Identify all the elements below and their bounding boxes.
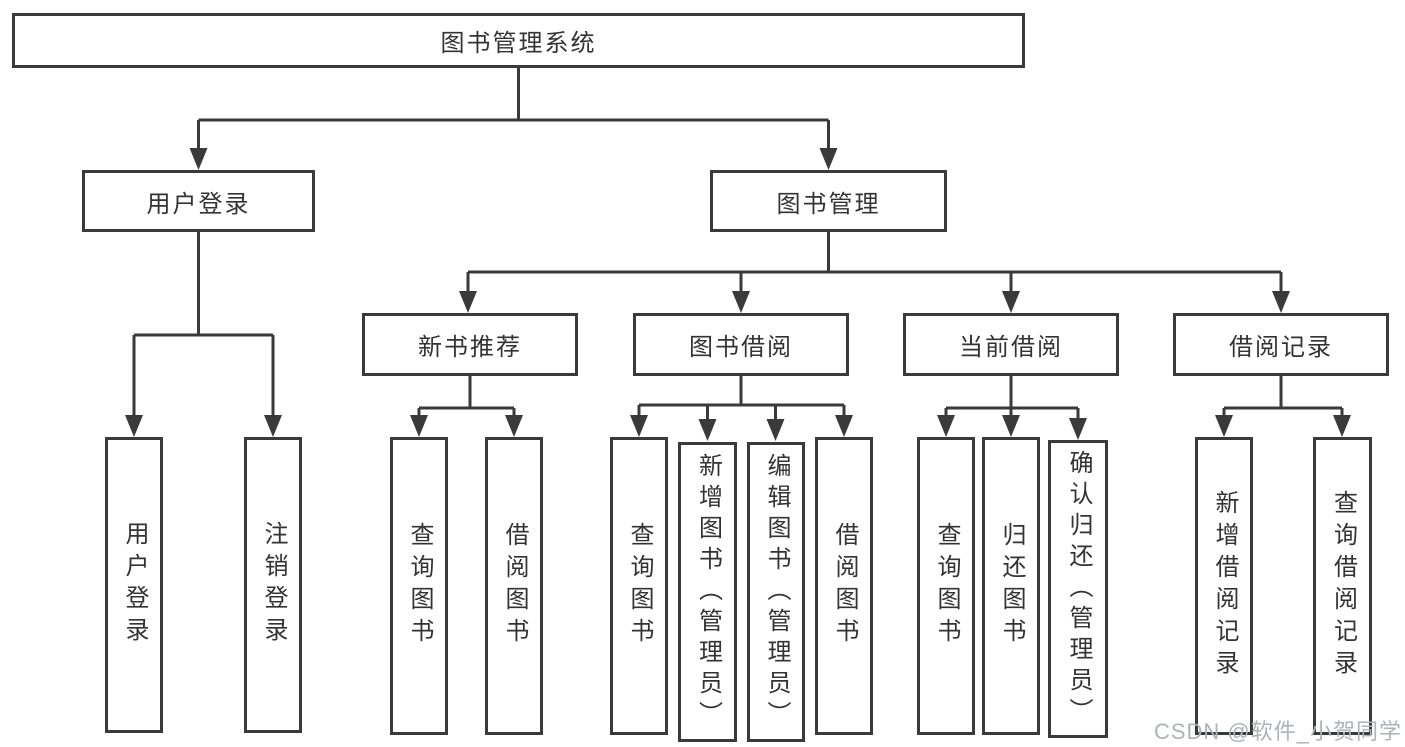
leaf-borrow-query-books-label: 查询图书 — [626, 522, 653, 650]
leaf-confirm-return-admin: 确认归还（管理员） — [1048, 440, 1108, 738]
node-current-borrow: 当前借阅 — [903, 313, 1119, 376]
node-root: 图书管理系统 — [12, 13, 1025, 68]
connector-book-borrow-branch — [630, 376, 853, 441]
node-new-book-recommend: 新书推荐 — [362, 313, 578, 376]
leaf-add-books-admin-label: 新增图书（管理员） — [694, 452, 722, 732]
leaf-recommend-borrow-books: 借阅图书 — [485, 437, 543, 735]
leaf-logout: 注销登录 — [244, 437, 302, 733]
leaf-query-borrow-record-label: 查询借阅记录 — [1329, 490, 1357, 682]
leaf-return-books-label: 归还图书 — [998, 522, 1025, 650]
leaf-recommend-query-books: 查询图书 — [390, 437, 448, 735]
leaf-user-login: 用户登录 — [105, 437, 163, 733]
node-borrow-records: 借阅记录 — [1173, 313, 1389, 376]
leaf-borrow-borrow-books-label: 借阅图书 — [831, 522, 858, 650]
leaf-return-books: 归还图书 — [982, 437, 1040, 735]
leaf-recommend-borrow-books-label: 借阅图书 — [501, 522, 528, 650]
leaf-recommend-query-books-label: 查询图书 — [406, 522, 433, 650]
node-book-borrow: 图书借阅 — [633, 313, 849, 376]
node-user-login: 用户登录 — [82, 170, 315, 232]
connector-root-to-level2 — [189, 68, 838, 170]
leaf-edit-books-admin-label: 编辑图书（管理员） — [763, 452, 790, 732]
node-book-management: 图书管理 — [710, 170, 947, 232]
leaf-edit-books-admin: 编辑图书（管理员） — [747, 442, 805, 742]
leaf-user-login-label: 用户登录 — [121, 521, 148, 649]
node-current-borrow-label: 当前借阅 — [959, 334, 1063, 361]
leaf-borrow-query-books: 查询图书 — [610, 437, 668, 735]
connector-new-book-recommend-branch — [410, 376, 523, 437]
leaf-query-borrow-record: 查询借阅记录 — [1313, 437, 1372, 735]
node-book-management-label: 图书管理 — [776, 190, 881, 218]
leaf-current-query-books-label: 查询图书 — [933, 522, 960, 650]
node-book-borrow-label: 图书借阅 — [689, 334, 793, 361]
leaf-logout-label: 注销登录 — [260, 521, 287, 649]
leaf-confirm-return-admin-label: 确认归还（管理员） — [1065, 449, 1092, 729]
connector-current-borrow-branch — [937, 376, 1087, 440]
node-root-label: 图书管理系统 — [440, 30, 597, 57]
node-new-book-recommend-label: 新书推荐 — [418, 334, 522, 361]
connector-book-management-branch — [459, 232, 1290, 313]
csdn-watermark: CSDN @软件_小贺同学 — [1153, 719, 1402, 744]
leaf-borrow-borrow-books: 借阅图书 — [815, 437, 873, 735]
leaf-add-borrow-record-label: 新增借阅记录 — [1211, 490, 1238, 682]
leaf-add-books-admin: 新增图书（管理员） — [678, 442, 737, 742]
connector-user-login-branch — [125, 232, 282, 437]
leaf-current-query-books: 查询图书 — [917, 437, 975, 735]
node-user-login-label: 用户登录 — [146, 190, 251, 218]
node-borrow-records-label: 借阅记录 — [1229, 334, 1333, 361]
connector-borrow-records-branch — [1215, 376, 1351, 437]
leaf-add-borrow-record: 新增借阅记录 — [1195, 437, 1253, 735]
